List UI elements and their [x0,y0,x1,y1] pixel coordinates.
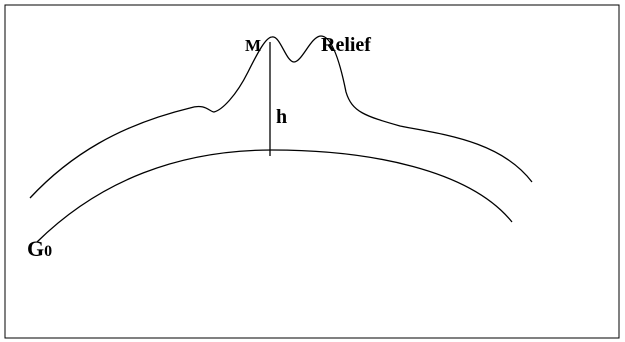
geoid-label: G0 [27,236,52,261]
geoid-label-main: G [27,236,44,261]
height-label: h [276,106,287,128]
point-label-m: M [245,36,261,55]
relief-curve [29,35,533,199]
geoid-curve [36,149,513,243]
geoid-label-subscript: 0 [44,243,52,260]
relief-label: Relief [321,34,371,56]
figure-border [4,4,620,339]
